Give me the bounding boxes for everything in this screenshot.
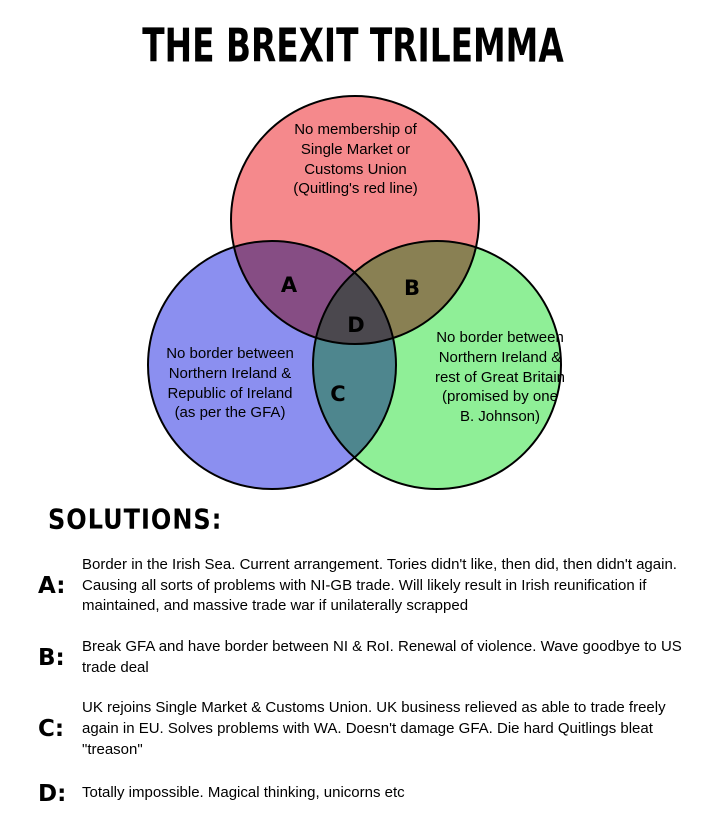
region-label-c: C xyxy=(330,382,346,406)
label-line: No membership of xyxy=(294,121,417,138)
label-line: Northern Ireland & xyxy=(438,348,562,366)
solution-key: A: xyxy=(38,573,66,600)
region-label-d: D xyxy=(347,313,365,337)
solution-text: UK rejoins Single Market & Customs Union… xyxy=(82,699,666,758)
label-line: Republic of Ireland xyxy=(167,384,293,402)
label-line: (promised by one xyxy=(442,388,558,406)
venn-diagram: No membership of Single Market or Custom… xyxy=(0,78,706,508)
solutions-heading: SOLUTIONS: xyxy=(48,503,223,536)
label-line: No border between xyxy=(436,329,564,346)
solution-item-d: D: Totally impossible. Magical thinking,… xyxy=(0,781,706,807)
page-title: THE BREXIT TRILEMMA xyxy=(142,20,564,73)
solutions-section: SOLUTIONS: A: Border in the Irish Sea. C… xyxy=(0,503,706,827)
solution-key: D: xyxy=(38,780,67,807)
label-line: B. Johnson) xyxy=(459,408,541,426)
venn-svg xyxy=(147,95,562,490)
label-line: Customs Union xyxy=(304,160,407,178)
label-line: (as per the GFA) xyxy=(174,404,286,422)
solution-item-c: C: UK rejoins Single Market & Customs Un… xyxy=(0,698,706,760)
label-line: No border between xyxy=(166,345,294,362)
solutions-list: A: Border in the Irish Sea. Current arra… xyxy=(0,555,706,807)
circle-label-red-line: No membership of Single Market or Custom… xyxy=(263,120,448,199)
solution-text: Break GFA and have border between NI & R… xyxy=(82,638,682,676)
venn-circle-fills xyxy=(148,96,561,489)
label-line: Northern Ireland & xyxy=(168,364,292,382)
solution-key: C: xyxy=(38,716,65,743)
region-label-b: B xyxy=(403,276,421,300)
solution-text: Border in the Irish Sea. Current arrange… xyxy=(82,556,677,615)
circle-ni-gb-border xyxy=(313,241,561,489)
solution-item-a: A: Border in the Irish Sea. Current arra… xyxy=(0,555,706,617)
label-line: rest of Great Britain xyxy=(434,368,566,386)
circle-label-ni-roi-border: No border between Northern Ireland & Rep… xyxy=(146,344,314,423)
label-line: Single Market or xyxy=(300,140,411,158)
solution-key: B: xyxy=(38,644,65,671)
solution-item-b: B: Break GFA and have border between NI … xyxy=(0,637,706,678)
circle-label-ni-gb-border: No border between Northern Ireland & res… xyxy=(413,328,587,427)
region-label-a: A xyxy=(280,273,298,297)
venn-circle-outlines xyxy=(147,95,562,490)
label-line: (Quitling's red line) xyxy=(293,180,418,198)
solution-text: Totally impossible. Magical thinking, un… xyxy=(82,784,405,802)
